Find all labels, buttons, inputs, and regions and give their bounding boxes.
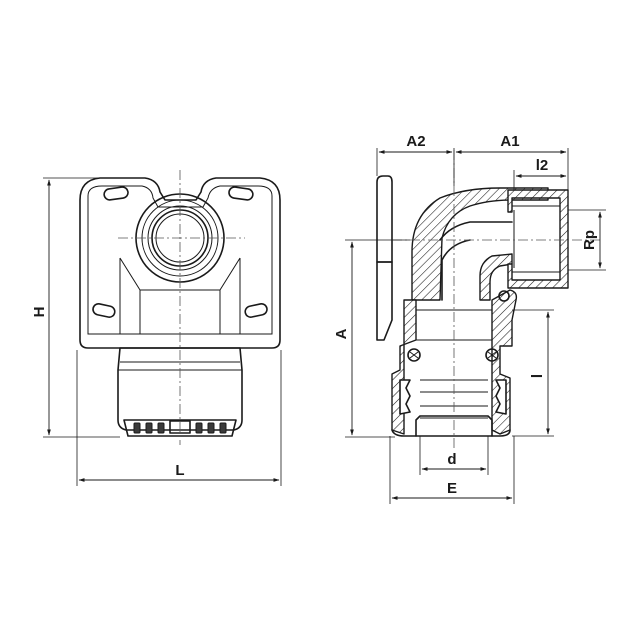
collet-right [495, 379, 507, 415]
mount-hole-bottom-right [244, 303, 268, 318]
dim-A: A [333, 239, 410, 438]
dim-H: H [31, 177, 120, 438]
label-Rp: Rp [581, 230, 598, 250]
section-view [376, 150, 600, 450]
dim-L: L [76, 350, 282, 486]
o-ring-right [485, 348, 499, 362]
dim-A1: A1 [455, 133, 569, 190]
mount-hole-top-right [228, 186, 254, 201]
label-A: A [333, 328, 350, 339]
label-l: l [529, 374, 546, 378]
dim-E: E [389, 436, 515, 504]
label-L: L [175, 462, 184, 479]
dim-A2: A2 [376, 133, 455, 186]
mount-hole-top-left [103, 186, 129, 201]
mount-hole-bottom-left [92, 303, 116, 318]
label-d: d [447, 451, 456, 468]
label-E: E [447, 480, 457, 497]
dim-d: d [419, 436, 489, 475]
collet-left [399, 379, 411, 415]
wall-plate-side [376, 175, 393, 263]
label-A2: A2 [406, 133, 425, 150]
collet-teeth [123, 419, 237, 437]
thread-housing [507, 189, 569, 289]
wall-plate-inner [87, 185, 273, 335]
body-left-wall [391, 299, 417, 435]
front-view [79, 170, 281, 445]
o-ring-left [407, 348, 421, 362]
label-A1: A1 [500, 133, 519, 150]
label-H: H [31, 307, 48, 318]
dim-Rp: Rp [568, 209, 606, 271]
dim-l2: l2 [513, 157, 567, 190]
dim-l: l [512, 309, 554, 437]
label-l2: l2 [536, 157, 549, 174]
